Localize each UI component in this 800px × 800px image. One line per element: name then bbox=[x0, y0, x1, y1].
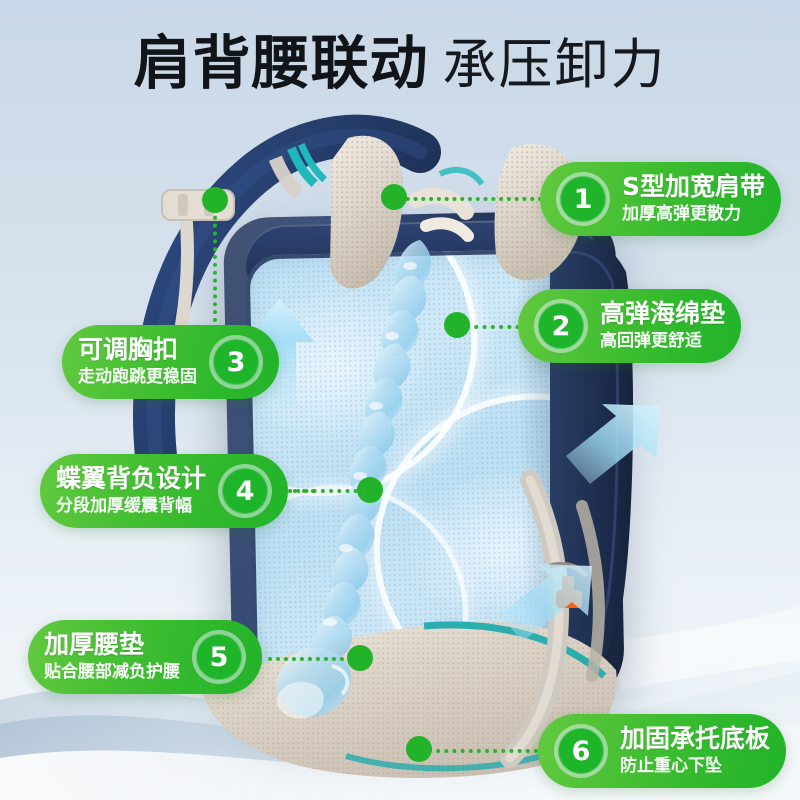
anchor-dot-1 bbox=[381, 184, 407, 210]
airflow-arrow-left bbox=[246, 298, 314, 406]
callout-5-number: 5 bbox=[209, 641, 229, 673]
connector-line-6 bbox=[428, 749, 538, 753]
callout-1[interactable]: 1 S型加宽肩带 加厚高弹更散力 bbox=[540, 162, 782, 236]
title-bold: 肩背腰联动 bbox=[133, 29, 429, 97]
connector-line-4b bbox=[288, 489, 366, 493]
connector-line-3 bbox=[213, 200, 217, 330]
callout-1-badge-ring bbox=[560, 176, 606, 222]
callout-1-title: S型加宽肩带 bbox=[622, 172, 766, 202]
callout-4-title: 蝶翼背负设计 bbox=[56, 464, 207, 494]
callout-2-badge-ring bbox=[538, 303, 584, 349]
callout-3[interactable]: 3 可调胸扣 走动跑跳更稳固 bbox=[62, 325, 279, 399]
anchor-dot-3 bbox=[202, 187, 228, 213]
connector-line-5 bbox=[268, 657, 352, 661]
callout-4-number: 4 bbox=[235, 475, 255, 507]
callout-1-badge: 1 bbox=[556, 172, 610, 226]
callout-5-title: 加厚腰垫 bbox=[44, 630, 145, 660]
anchor-dot-6 bbox=[406, 736, 432, 762]
callout-6-text: 加固承托底板 防止重心下坠 bbox=[620, 726, 770, 776]
anchor-dot-2 bbox=[444, 312, 470, 338]
callout-1-subtitle: 加厚高弹更散力 bbox=[622, 203, 741, 224]
callout-3-badge-ring bbox=[213, 339, 259, 385]
callout-2-title: 高弹海绵垫 bbox=[600, 299, 726, 329]
callout-6-badge: 6 bbox=[554, 724, 608, 778]
connector-line-2 bbox=[466, 325, 528, 329]
callout-2-number: 2 bbox=[551, 310, 571, 342]
callout-2[interactable]: 2 高弹海绵垫 高回弹更舒适 bbox=[518, 289, 742, 363]
anchor-dot-5 bbox=[347, 645, 373, 671]
callout-6-badge-ring bbox=[558, 728, 604, 774]
callout-2-badge: 2 bbox=[534, 299, 588, 353]
callout-6-title: 加固承托底板 bbox=[620, 724, 771, 754]
callout-6-number: 6 bbox=[571, 735, 591, 767]
callout-5[interactable]: 5 加厚腰垫 贴合腰部减负护腰 bbox=[28, 620, 262, 694]
callout-6[interactable]: 6 加固承托底板 防止重心下坠 bbox=[538, 714, 787, 788]
callout-3-subtitle: 走动跑跳更稳固 bbox=[78, 366, 197, 387]
callout-2-text: 高弹海绵垫 高回弹更舒适 bbox=[600, 301, 725, 351]
callout-3-title: 可调胸扣 bbox=[78, 335, 179, 365]
airflow-arrow-lower-right bbox=[500, 564, 592, 642]
airflow-arrow-right bbox=[566, 404, 660, 484]
callout-5-badge: 5 bbox=[192, 630, 246, 684]
callout-3-badge: 3 bbox=[209, 335, 263, 389]
title-light: 承压卸力 bbox=[442, 33, 667, 96]
page-title: 肩背腰联动承压卸力 bbox=[0, 16, 800, 100]
callout-4[interactable]: 4 蝶翼背负设计 分段加厚缓震背幅 bbox=[40, 454, 289, 528]
callout-3-text: 可调胸扣 走动跑跳更稳固 bbox=[78, 337, 197, 387]
callout-4-subtitle: 分段加厚缓震背幅 bbox=[56, 495, 192, 516]
callout-4-text: 蝶翼背负设计 分段加厚缓震背幅 bbox=[56, 466, 206, 516]
callout-5-subtitle: 贴合腰部减负护腰 bbox=[44, 661, 180, 682]
callout-5-badge-ring bbox=[196, 634, 242, 680]
callout-2-subtitle: 高回弹更舒适 bbox=[600, 330, 702, 351]
connector-line-1 bbox=[398, 197, 550, 201]
callout-4-badge: 4 bbox=[218, 464, 273, 518]
callout-4-badge-ring bbox=[222, 468, 269, 514]
callout-1-text: S型加宽肩带 加厚高弹更散力 bbox=[622, 174, 765, 224]
callout-6-subtitle: 防止重心下坠 bbox=[620, 755, 722, 776]
callout-3-number: 3 bbox=[226, 346, 246, 378]
callout-1-number: 1 bbox=[573, 183, 593, 215]
callout-5-text: 加厚腰垫 贴合腰部减负护腰 bbox=[44, 632, 180, 682]
